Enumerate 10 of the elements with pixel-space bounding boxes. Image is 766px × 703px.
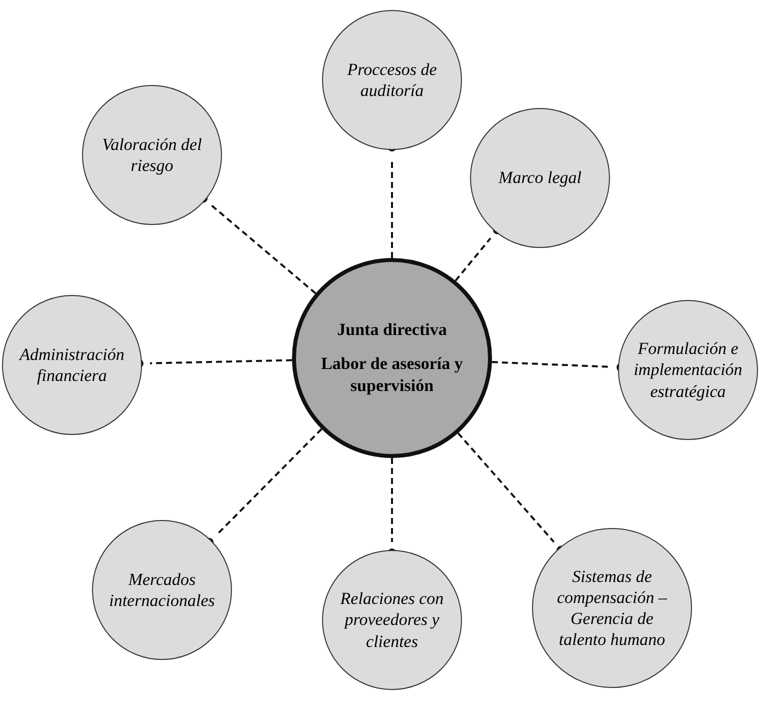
topic-label: Relaciones con proveedores y clientes [339,588,445,652]
topic-label: Valoración del riesgo [101,134,203,176]
topic-label: Administración financiera [18,344,126,386]
topic-label: Mercados internacionales [108,568,216,612]
topic-label: Marco legal [498,167,582,189]
topic-label: Formulación e implementación estratégica [632,338,744,402]
subheading-text: Labor de asesoría y supervisión [320,352,464,398]
topic-label: Proccesos de auditoría [346,58,438,102]
topic-label: Sistemas de compensación – Gerencia de talento humano [556,566,668,650]
heading-text: Junta directiva [337,318,447,341]
